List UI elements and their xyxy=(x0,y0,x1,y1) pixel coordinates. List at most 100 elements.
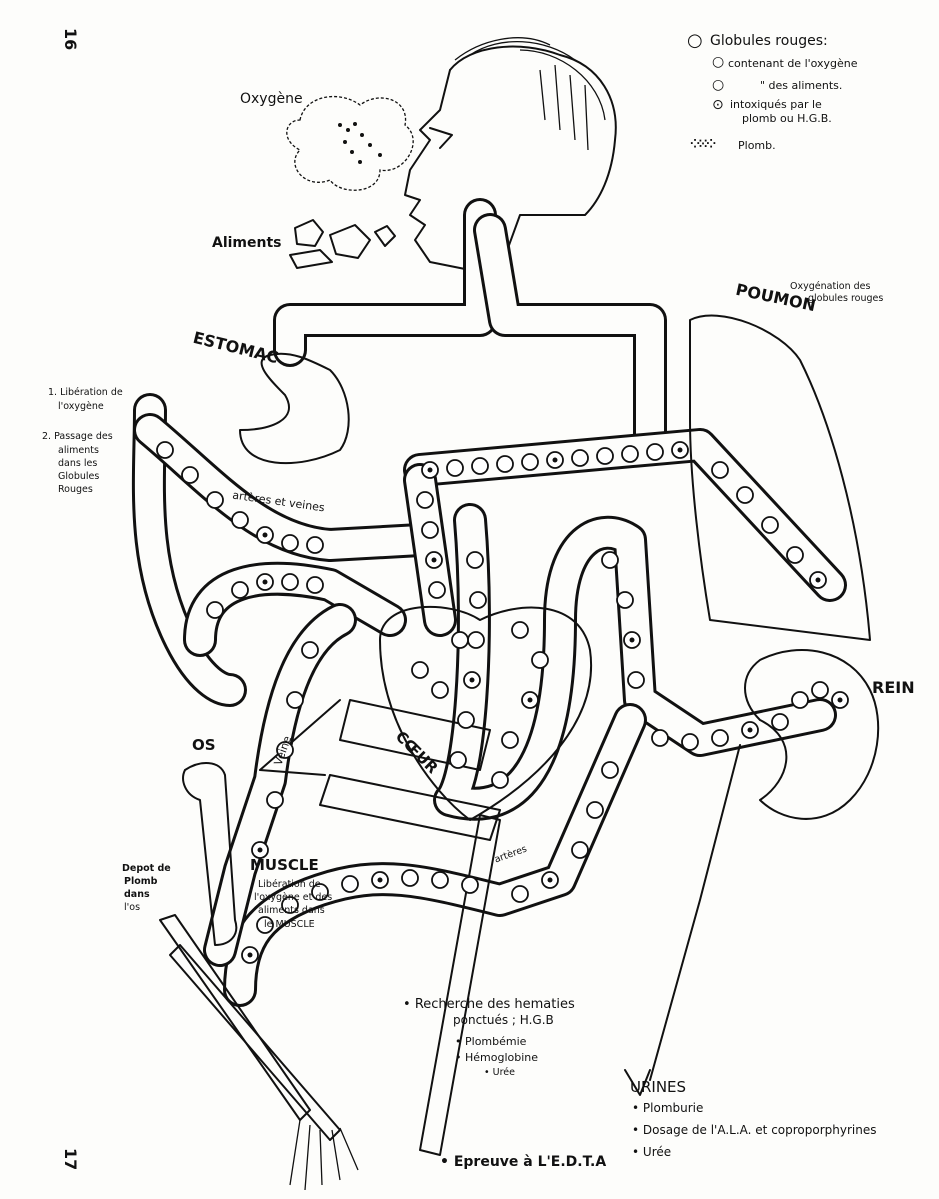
label-recherche-2: ponctués ; H.G.B xyxy=(453,1014,554,1027)
label-os: OS xyxy=(192,738,216,754)
label-rein: REIN xyxy=(872,680,915,697)
lead-particle xyxy=(678,448,683,453)
label-muscle-1: Libération de xyxy=(258,880,321,890)
red-blood-cell xyxy=(470,592,486,608)
red-blood-cell xyxy=(572,842,588,858)
red-blood-cell xyxy=(512,886,528,902)
red-blood-cell xyxy=(412,662,428,678)
red-blood-cell xyxy=(207,492,223,508)
label-epreuve: • Epreuve à L'E.D.T.A xyxy=(440,1155,606,1170)
label-urines-uree: • Urée xyxy=(632,1146,671,1159)
red-blood-cell xyxy=(532,652,548,668)
red-blood-cell xyxy=(647,444,663,460)
label-test-plombemie-text: Plombémie xyxy=(465,1035,526,1048)
red-blood-cell xyxy=(628,672,644,688)
label-muscle-2: l'oxygène et des xyxy=(254,893,332,903)
label-urines-uree-text: Urée xyxy=(643,1145,671,1159)
label-passage-2: aliments xyxy=(58,446,99,456)
label-urines-dosage-text: Dosage de l'A.L.A. et coproporphyrines xyxy=(643,1123,877,1137)
legend-item-oxygen: contenant de l'oxygène xyxy=(728,58,858,70)
label-oxygene: Oxygène xyxy=(240,92,303,107)
label-muscle-4: le MUSCLE xyxy=(264,920,315,930)
red-blood-cell xyxy=(447,460,463,476)
legend-item-aliments: " des aliments. xyxy=(760,80,842,92)
red-blood-cell xyxy=(282,535,298,551)
label-liberation-2: l'oxygène xyxy=(58,402,104,412)
red-blood-cell xyxy=(712,730,728,746)
red-blood-cell xyxy=(472,458,488,474)
page-number-top: 16 xyxy=(61,28,78,50)
label-urines: URINES xyxy=(630,1080,686,1096)
label-test-plombemie: • Plombémie xyxy=(455,1036,526,1048)
red-blood-cell xyxy=(682,734,698,750)
red-blood-cell xyxy=(512,622,528,638)
red-blood-cell xyxy=(467,552,483,568)
red-blood-cell xyxy=(492,772,508,788)
red-blood-cell xyxy=(429,582,445,598)
label-depot-4: l'os xyxy=(124,903,140,913)
lead-particle xyxy=(428,468,433,473)
legend-item-plomb-hgb: plomb ou H.G.B. xyxy=(742,113,832,125)
lead-dots-icon: ⁘⁙⁘ xyxy=(690,138,714,151)
lead-particle xyxy=(630,638,635,643)
red-blood-cell xyxy=(617,592,633,608)
label-recherche-text: Recherche des hematies xyxy=(415,997,575,1012)
red-blood-cell xyxy=(497,456,513,472)
legend-item-plomb: Plomb. xyxy=(738,140,776,152)
open-circle-icon: ○ xyxy=(687,32,703,51)
red-blood-cell xyxy=(522,454,538,470)
lead-particle xyxy=(263,533,268,538)
label-urines-plomburie: • Plomburie xyxy=(632,1102,703,1115)
lead-particle xyxy=(528,698,533,703)
label-depot-2: Plomb xyxy=(124,877,157,887)
red-blood-cell xyxy=(342,876,358,892)
label-urines-plomburie-text: Plomburie xyxy=(643,1101,703,1115)
red-blood-cell xyxy=(812,682,828,698)
red-blood-cell xyxy=(762,517,778,533)
open-circle-icon: ○ xyxy=(712,55,724,70)
label-passage-1: 2. Passage des xyxy=(42,432,113,442)
red-blood-cell xyxy=(602,552,618,568)
lead-particle xyxy=(748,728,753,733)
red-blood-cell xyxy=(287,692,303,708)
red-blood-cell xyxy=(602,762,618,778)
label-liberation-1: 1. Libération de xyxy=(48,388,123,398)
lead-particle xyxy=(432,558,437,563)
label-passage-5: Rouges xyxy=(58,485,93,495)
red-blood-cell xyxy=(597,448,613,464)
red-blood-cell xyxy=(267,792,283,808)
label-muscle-3: aliments dans xyxy=(258,906,325,916)
lead-particle xyxy=(816,578,821,583)
label-depot-3: dans xyxy=(124,890,150,900)
red-blood-cell xyxy=(282,574,298,590)
red-blood-cell xyxy=(157,442,173,458)
red-blood-cell xyxy=(432,682,448,698)
red-blood-cell xyxy=(232,582,248,598)
red-blood-cell xyxy=(772,714,788,730)
red-blood-cell xyxy=(712,462,728,478)
label-recherche-1: • Recherche des hematies xyxy=(403,998,575,1012)
red-blood-cell xyxy=(307,577,323,593)
label-test-hemoglobine-text: Hémoglobine xyxy=(465,1051,538,1064)
lead-particle xyxy=(258,848,263,853)
red-blood-cell xyxy=(462,877,478,893)
lead-particle xyxy=(470,678,475,683)
red-blood-cell xyxy=(450,752,466,768)
red-blood-cell xyxy=(402,870,418,886)
lead-particle xyxy=(263,580,268,585)
lead-particle xyxy=(838,698,843,703)
red-blood-cell xyxy=(737,487,753,503)
red-blood-cell xyxy=(792,692,808,708)
red-blood-cell xyxy=(432,872,448,888)
legend-title: Globules rouges: xyxy=(710,34,828,49)
red-blood-cell xyxy=(622,446,638,462)
red-blood-cell xyxy=(232,512,248,528)
red-blood-cell xyxy=(587,802,603,818)
red-blood-cell xyxy=(458,712,474,728)
open-circle-icon: ○ xyxy=(712,78,724,93)
legend-item-intoxiques: intoxiqués par le xyxy=(730,99,822,111)
label-epreuve-text: Epreuve à L'E.D.T.A xyxy=(454,1154,606,1170)
label-muscle: MUSCLE xyxy=(250,858,319,874)
label-aliments: Aliments xyxy=(212,236,282,251)
